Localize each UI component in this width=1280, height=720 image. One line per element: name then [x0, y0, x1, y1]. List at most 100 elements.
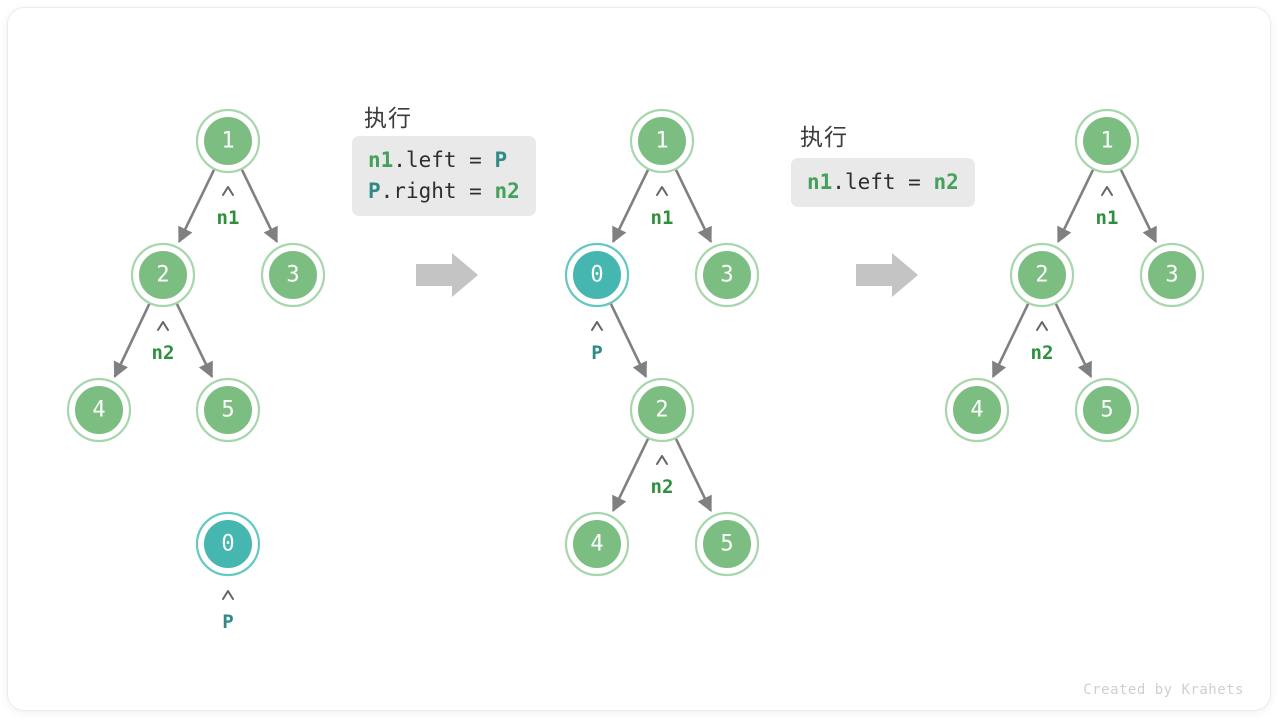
node-outer-ring: [1139, 242, 1205, 308]
pointer-caret-icon: [222, 186, 234, 196]
step-2-node-2[interactable]: 2: [629, 377, 695, 443]
node-disc: [1081, 115, 1133, 167]
pointer-label: n1: [651, 207, 674, 229]
step-2-node-5[interactable]: 5: [694, 511, 760, 577]
step-2-exec-title: 执行: [364, 106, 412, 132]
node-disc: [701, 518, 753, 570]
step-1-node-2[interactable]: 2: [130, 242, 196, 308]
nodes-layer: 1 2 3 4 5 0 1 0 3 2 4 5 1 2 3 4 5: [66, 108, 1205, 577]
node-disc: [636, 115, 688, 167]
step-1-node-1[interactable]: 1: [195, 108, 261, 174]
step-3-code-block: n1.left = n2: [791, 158, 975, 207]
step-1-pointer-n1: n1: [217, 186, 240, 229]
node-outer-ring: [130, 242, 196, 308]
tree-edge-node-1-to-node-3: [1119, 169, 1158, 244]
pointer-label: n2: [651, 476, 674, 498]
node-outer-ring: [1074, 108, 1140, 174]
node-value-label: 2: [1035, 263, 1048, 288]
node-disc: [73, 384, 125, 436]
step-2-pointer-n2: n2: [651, 455, 674, 498]
step-2-pointer-n1: n1: [651, 186, 674, 229]
step-3-node-5[interactable]: 5: [1074, 377, 1140, 443]
node-outer-ring: [629, 377, 695, 443]
tree-edge-node-1-to-node-2: [1056, 169, 1095, 244]
node-outer-ring: [66, 377, 132, 443]
code-token: P: [368, 179, 381, 203]
code-token: n1: [368, 148, 394, 172]
step-3-pointer-n1: n1: [1096, 186, 1119, 229]
code-token: n2: [494, 179, 520, 203]
step-2-node-1[interactable]: 1: [629, 108, 695, 174]
pointer-label: n2: [152, 342, 175, 364]
node-disc: [1016, 249, 1068, 301]
node-disc: [571, 249, 623, 301]
node-outer-ring: [1074, 377, 1140, 443]
node-outer-ring: [564, 511, 630, 577]
tree-edge-node-1-to-node-2: [177, 169, 216, 244]
node-value-label: 3: [1165, 263, 1178, 288]
node-value-label: 3: [720, 263, 733, 288]
step-1-node-5[interactable]: 5: [195, 377, 261, 443]
pointer-caret-icon: [157, 321, 169, 331]
tree-edge-node-2-to-node-4: [611, 438, 650, 513]
pointer-caret-icon: [1101, 186, 1113, 196]
node-value-label: 0: [221, 532, 234, 557]
node-disc: [571, 518, 623, 570]
pointer-label: n1: [1096, 207, 1119, 229]
node-value-label: 1: [655, 129, 668, 154]
node-value-label: 4: [590, 532, 603, 557]
step-1-pointer-p: P: [222, 590, 234, 633]
code-token: .right =: [380, 179, 495, 203]
step-3-node-1[interactable]: 1: [1074, 108, 1140, 174]
tree-edge-node-2-to-node-5: [674, 438, 713, 513]
node-outer-ring: [694, 242, 760, 308]
pointer-label: P: [222, 611, 233, 633]
node-value-label: 1: [1100, 129, 1113, 154]
node-disc: [636, 384, 688, 436]
step-3-pointer-n2: n2: [1031, 321, 1053, 364]
step-3-node-2[interactable]: 2: [1009, 242, 1075, 308]
node-disc: [701, 249, 753, 301]
node-value-label: 3: [286, 263, 299, 288]
pointer-caret-icon: [656, 455, 668, 465]
tree-edge-node-2-to-node-5: [1054, 303, 1093, 379]
step-3-node-4[interactable]: 4: [944, 377, 1010, 443]
step-2-node-0[interactable]: 0: [564, 242, 630, 308]
step-2-node-4[interactable]: 4: [564, 511, 630, 577]
code-token: .left =: [832, 170, 934, 194]
pointer-label: n1: [217, 207, 240, 229]
step-3-exec-title: 执行: [800, 125, 848, 151]
step-1-node-4[interactable]: 4: [66, 377, 132, 443]
node-value-label: 4: [970, 398, 983, 423]
node-outer-ring: [195, 108, 261, 174]
node-disc: [202, 115, 254, 167]
step-3-node-3[interactable]: 3: [1139, 242, 1205, 308]
node-value-label: 4: [92, 398, 105, 423]
tree-edge-node-2-to-node-4: [991, 303, 1030, 379]
node-disc: [137, 249, 189, 301]
node-outer-ring: [1009, 242, 1075, 308]
tree-edge-node-1-to-node-0: [611, 169, 650, 244]
code-token: n1: [807, 170, 833, 194]
code-token: P: [494, 148, 508, 172]
node-disc: [1146, 249, 1198, 301]
code-line: n1.left = n2: [807, 167, 959, 198]
step-1-node-3[interactable]: 3: [260, 242, 326, 308]
tree-edge-node-2-to-node-5: [175, 303, 214, 379]
node-disc: [202, 518, 254, 570]
pointer-caret-icon: [222, 590, 234, 600]
step-2-node-3[interactable]: 3: [694, 242, 760, 308]
node-value-label: 5: [221, 398, 234, 423]
pointer-caret-icon: [656, 186, 668, 196]
node-disc: [1081, 384, 1133, 436]
node-outer-ring: [195, 511, 261, 577]
node-value-label: 2: [156, 263, 169, 288]
node-outer-ring: [944, 377, 1010, 443]
tree-edge-node-1-to-node-3: [674, 169, 713, 244]
tree-edge-node-0-to-node-2: [609, 303, 648, 379]
step-1-node-0[interactable]: 0: [195, 511, 261, 577]
